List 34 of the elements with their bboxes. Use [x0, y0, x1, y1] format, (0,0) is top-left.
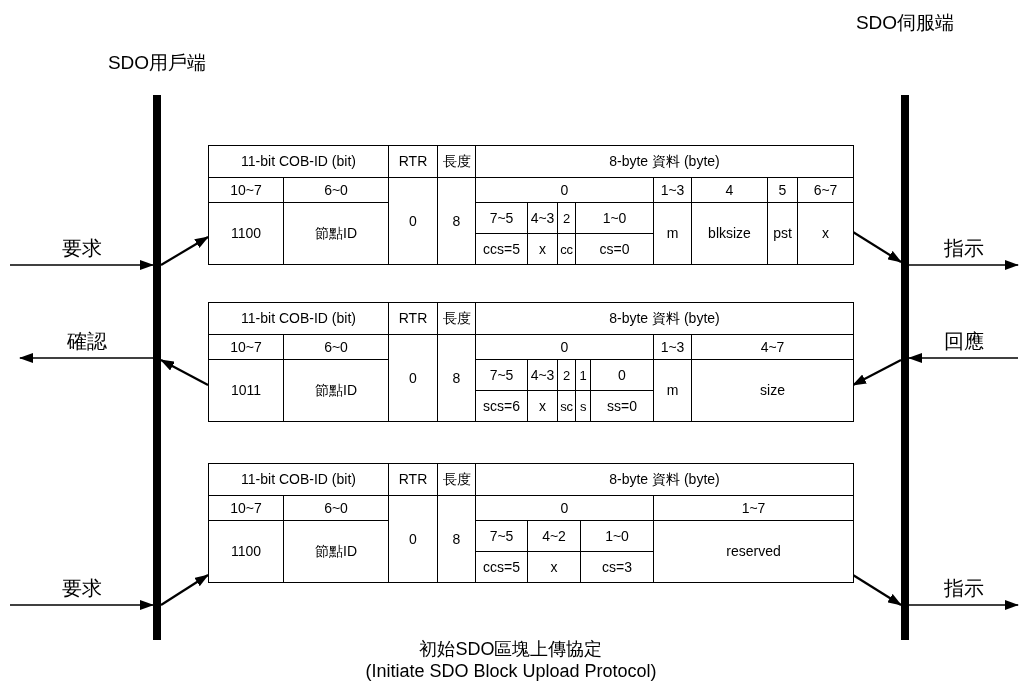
arrow — [160, 574, 209, 606]
arrow — [9, 600, 154, 610]
table-cell: 8-byte 資料 (byte) — [475, 463, 854, 496]
edge-label: 指示 — [942, 576, 985, 601]
arrow — [908, 260, 1019, 270]
arrow — [852, 359, 902, 386]
table-cell: size — [691, 359, 854, 422]
table-cell: 8-byte 資料 (byte) — [475, 302, 854, 335]
table-cell: 1100 — [208, 202, 284, 265]
arrow — [908, 600, 1019, 610]
lifeline-heading: SDO用戶端 — [106, 52, 208, 74]
arrow — [160, 236, 209, 266]
lifeline-heading: SDO伺服端 — [854, 12, 956, 34]
arrow — [852, 574, 902, 606]
table-cell: 8-byte 資料 (byte) — [475, 145, 854, 178]
table-cell: x — [797, 202, 854, 265]
arrow — [852, 231, 902, 263]
arrow — [908, 353, 1019, 363]
table-cell: 1100 — [208, 520, 284, 583]
table-cell: 11-bit COB-ID (bit) — [208, 145, 389, 178]
caption: 初始SDO區塊上傳協定 — [418, 638, 604, 660]
edge-label: 指示 — [942, 236, 985, 261]
edge-label: 要求 — [60, 576, 103, 601]
table-cell: reserved — [653, 520, 854, 583]
arrow — [19, 353, 154, 363]
edge-label: 確認 — [65, 329, 108, 354]
arrow — [160, 359, 209, 386]
table-cell: 1011 — [208, 359, 284, 422]
table-cell: 11-bit COB-ID (bit) — [208, 302, 389, 335]
arrow — [9, 260, 154, 270]
edge-label: 要求 — [60, 236, 103, 261]
caption-translation: (Initiate SDO Block Upload Protocol) — [364, 660, 658, 682]
edge-label: 回應 — [942, 329, 985, 354]
table-cell: 11-bit COB-ID (bit) — [208, 463, 389, 496]
